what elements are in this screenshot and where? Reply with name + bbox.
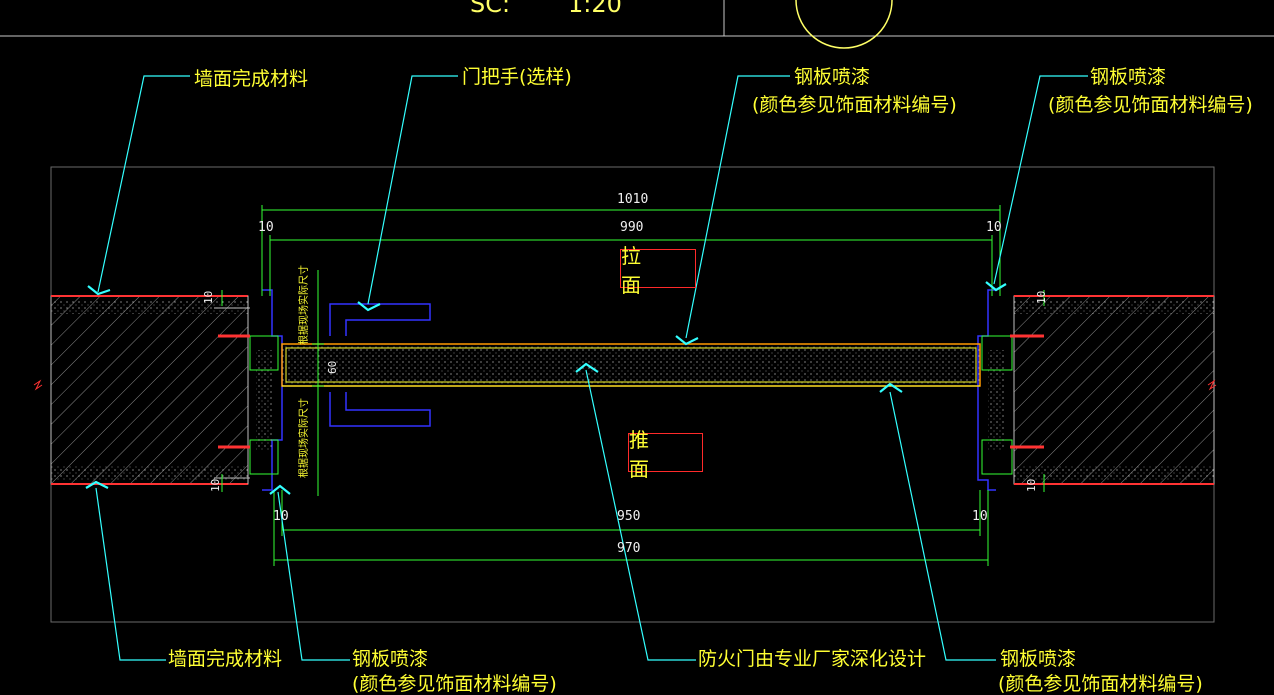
dim-door-thickness: 60 — [326, 360, 339, 374]
wall-finish-label-bottom: 墙面完成材料 — [168, 648, 283, 670]
dim-left-wall-top: 10 — [202, 290, 215, 304]
site-size-note-lower: 根据现场实际尺寸 — [299, 398, 310, 478]
dim-right-wall-bottom: 10 — [1025, 478, 1038, 492]
steel-paint-label-bottom-left: 钢板喷漆 — [352, 648, 429, 670]
fire-door-note: 防火门由专业厂家深化设计 — [698, 648, 927, 670]
dim-top-left-gap: 10 — [258, 220, 274, 235]
color-ref-label-top-center: (颜色参见饰面材料编号) — [752, 94, 957, 116]
steel-paint-label-top-center: 钢板喷漆 — [794, 66, 871, 88]
scale-label: SC: — [470, 0, 511, 18]
left-wall — [33, 295, 249, 485]
dim-top-inner: 990 — [620, 220, 644, 235]
section-mark-circle — [795, 0, 893, 49]
door-leaf — [281, 343, 981, 387]
dim-right-wall-top: 10 — [1035, 290, 1048, 304]
pull-face-box: 拉 面 — [620, 244, 696, 297]
dimension-lines — [221, 205, 1045, 566]
left-door-frame — [214, 289, 283, 491]
color-ref-label-top-right: (颜色参见饰面材料编号) — [1048, 94, 1253, 116]
dim-left-wall-bottom: 10 — [209, 478, 222, 492]
wall-finish-label-top: 墙面完成材料 — [194, 68, 309, 90]
dim-bottom-total: 970 — [617, 541, 641, 556]
leader-arrowheads — [85, 281, 1007, 495]
color-ref-label-bottom-left: (颜色参见饰面材料编号) — [352, 673, 557, 695]
color-ref-label-bottom-right: (颜色参见饰面材料编号) — [998, 673, 1203, 695]
site-size-note-upper: 根据现场实际尺寸 — [299, 265, 310, 345]
leader-lines — [95, 75, 1088, 661]
title-block — [0, 0, 1274, 49]
dim-top-right-gap: 10 — [986, 220, 1002, 235]
dim-bottom-inner: 950 — [617, 509, 641, 524]
right-wall — [1013, 295, 1217, 485]
scale-value: 1:20 — [568, 0, 622, 18]
door-handle-label: 门把手(选样) — [462, 66, 572, 88]
right-door-frame — [977, 289, 1044, 491]
dim-top-total: 1010 — [617, 192, 649, 207]
door-handle — [329, 303, 431, 427]
dim-bottom-right-gap: 10 — [972, 509, 988, 524]
steel-paint-label-bottom-right: 钢板喷漆 — [1000, 648, 1077, 670]
dim-bottom-left-gap: 10 — [273, 509, 289, 524]
push-face-label: 推 面 — [629, 427, 663, 481]
push-face-box: 推 面 — [628, 428, 703, 481]
steel-paint-label-top-right: 钢板喷漆 — [1090, 66, 1167, 88]
pull-face-label: 拉 面 — [621, 243, 655, 297]
